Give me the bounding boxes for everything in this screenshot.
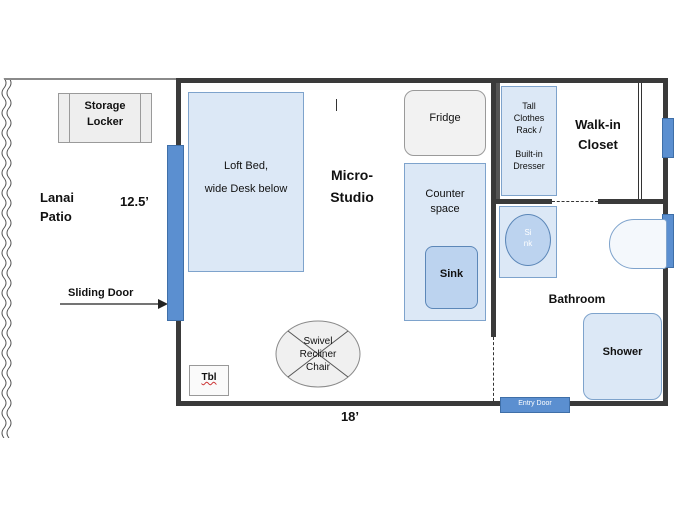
height-dimension: 12.5’ xyxy=(120,194,149,209)
closet-rack-label: Tall Clothes Rack / Built-in Dresser xyxy=(513,101,545,171)
closet-partition xyxy=(638,83,642,199)
counter-space-label: Counter space xyxy=(425,188,465,215)
storage-locker xyxy=(58,93,152,143)
wall-top xyxy=(176,78,668,83)
entry-door[interactable] xyxy=(500,397,570,413)
wall-closet-left xyxy=(491,83,496,337)
shower-label: Shower xyxy=(602,346,643,358)
wall-bottom xyxy=(176,401,668,406)
bath-sink xyxy=(505,214,551,266)
sliding-door-arrow xyxy=(60,299,168,309)
table-label: Tbl xyxy=(201,372,217,383)
storage-locker-label: Storage Locker xyxy=(84,100,126,128)
bathroom-label: Bathroom xyxy=(548,292,606,306)
walk-in-closet-label: Walk-in Closet xyxy=(575,117,621,152)
wall-bath-top xyxy=(598,199,663,204)
shower xyxy=(583,313,662,400)
swivel-chair-label: Swivel Recliner Chair xyxy=(299,336,337,373)
closet-rack xyxy=(501,86,557,196)
fridge xyxy=(404,90,486,156)
fridge-label: Fridge xyxy=(429,112,461,124)
kitchen-sink xyxy=(425,246,478,309)
bath-door-dash xyxy=(493,337,494,401)
closet-door-dash xyxy=(552,201,598,202)
loft-bed xyxy=(188,92,304,272)
kitchen-sink-label: Sink xyxy=(439,268,464,280)
sliding-door-label: Sliding Door xyxy=(68,287,134,299)
lanai-patio-label: Lanai Patio xyxy=(40,190,74,224)
patio-top-line xyxy=(4,78,178,80)
swivel-chair xyxy=(275,320,361,388)
entry-door-label: Entry Door xyxy=(518,400,552,407)
micro-studio-label: Micro- Studio xyxy=(330,167,374,205)
wall-closet-bottom xyxy=(491,199,552,204)
sliding-door[interactable] xyxy=(167,145,184,321)
wavy-border xyxy=(1,78,12,438)
width-dimension: 18’ xyxy=(340,409,360,424)
wall-closet-inner xyxy=(496,83,500,199)
loft-bed-label: Loft Bed, wide Desk below xyxy=(204,160,288,195)
table xyxy=(189,365,229,396)
bath-sink-label: Si nk xyxy=(523,228,533,248)
toilet xyxy=(609,219,667,269)
closet-window xyxy=(662,118,674,158)
light-fixture-mark xyxy=(336,99,337,111)
